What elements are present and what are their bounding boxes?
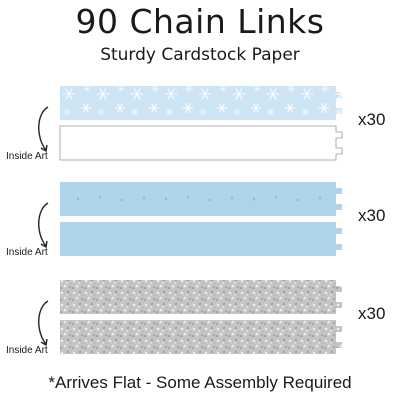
curved-arrow-icon [38, 202, 49, 249]
link-front-strip [60, 86, 342, 120]
inside-art-label: Inside Art [6, 247, 48, 258]
link-front-strip [60, 182, 342, 216]
link-back-strip [60, 222, 342, 256]
curved-arrow-icon [38, 300, 49, 347]
page-subtitle: Sturdy Cardstock Paper [100, 45, 300, 65]
chain-link-set-blue-dots: Inside Art x30 [0, 180, 400, 280]
quantity-label: x30 [358, 206, 386, 225]
quantity-label: x30 [358, 110, 386, 129]
inside-art-label: Inside Art [6, 151, 48, 162]
assembly-note: *Arrives Flat - Some Assembly Required [48, 373, 352, 392]
page-title: 90 Chain Links [75, 2, 325, 41]
link-front-strip [60, 280, 342, 314]
chain-link-strips [60, 182, 342, 256]
chain-link-set-silver-glitter: Inside Art x30 [0, 278, 400, 378]
chain-link-strips [59, 86, 343, 161]
link-back-strip [60, 320, 342, 354]
chain-link-set-snowflakes: Inside Art x30 [0, 84, 400, 184]
silver-dot-row [76, 195, 322, 202]
chain-link-strips [60, 280, 342, 354]
inside-art-label: Inside Art [6, 345, 48, 356]
quantity-label: x30 [358, 304, 386, 323]
link-back-strip [59, 125, 343, 161]
curved-arrow-icon [38, 106, 49, 153]
